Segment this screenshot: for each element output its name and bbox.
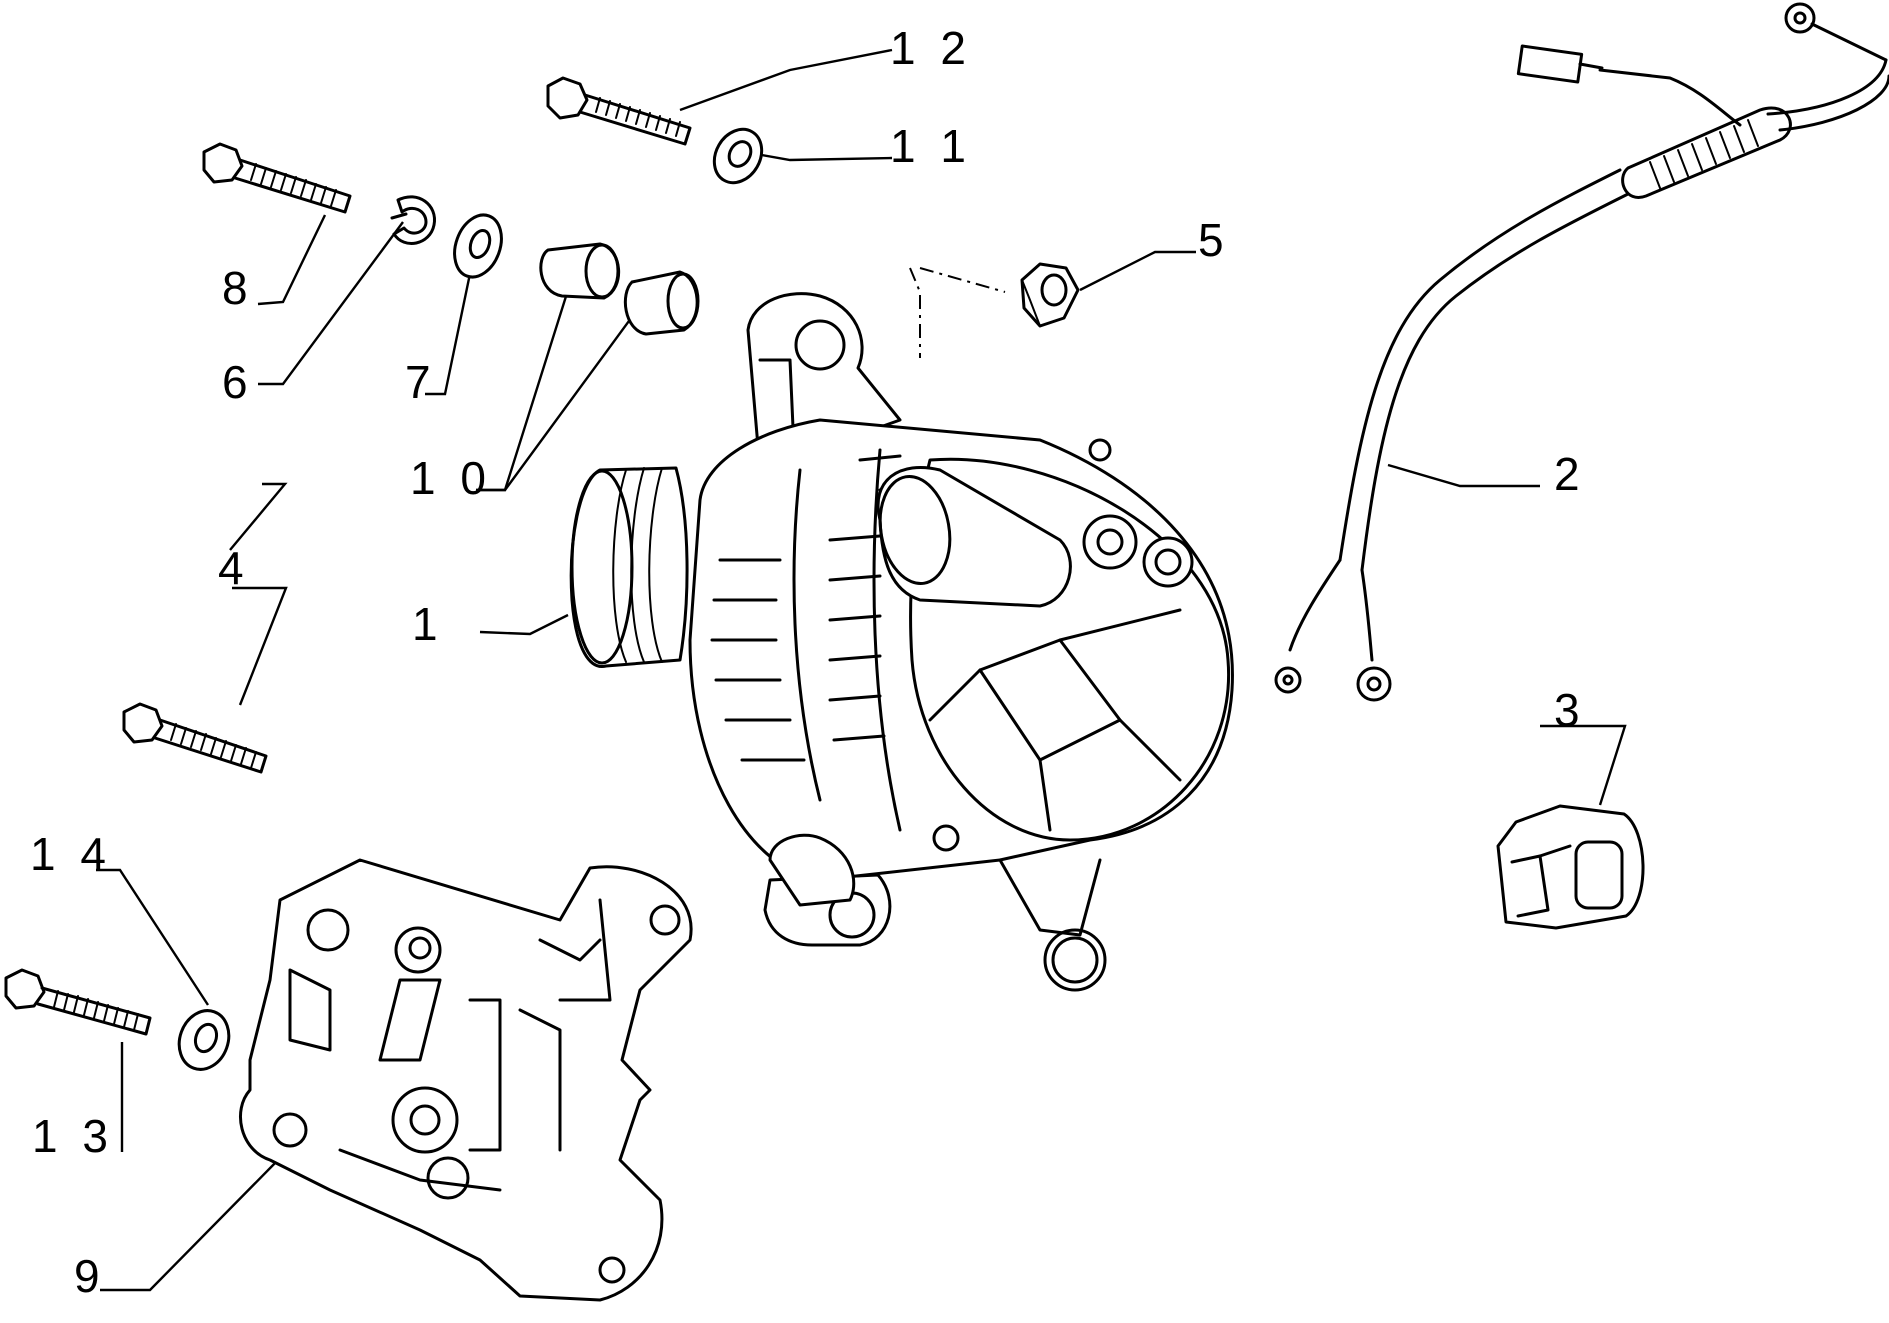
alternator-1-icon [569, 292, 1234, 992]
callout-2: 2 [1554, 448, 1586, 500]
callout-5: 5 [1198, 214, 1230, 266]
callout-10: 1 0 [410, 452, 492, 504]
bolt-8-icon [202, 142, 352, 214]
callout-13: 1 3 [32, 1110, 114, 1162]
callout-6: 6 [222, 356, 254, 408]
callout-9: 9 [74, 1250, 106, 1302]
washer-14-icon [177, 1009, 231, 1071]
callout-3: 3 [1554, 684, 1586, 736]
bushing-10a-icon [539, 242, 620, 300]
callout-8: 8 [222, 262, 254, 314]
bushing-10b-icon [623, 270, 700, 336]
callout-7: 7 [405, 356, 437, 408]
bolt-4-icon [122, 702, 268, 774]
bracket-9-icon [239, 858, 693, 1302]
callout-11: 1 1 [890, 120, 972, 172]
callout-labels: 1 2 1 1 5 8 6 7 1 0 4 1 2 3 1 4 1 3 9 [30, 22, 1586, 1302]
callout-1: 1 [412, 598, 444, 650]
callout-12: 1 2 [890, 22, 972, 74]
nut-5-icon [1020, 262, 1080, 328]
spring-washer-6-icon [390, 195, 436, 245]
connector-3-icon [1496, 804, 1645, 930]
bolt-13-icon [4, 968, 152, 1036]
leader-lines [96, 48, 1627, 1292]
washer-7-icon [453, 213, 503, 279]
cable-harness-2-icon [1274, 2, 1889, 702]
callout-14: 1 4 [30, 828, 112, 880]
bolt-12-icon [546, 76, 692, 146]
washer-11-icon [712, 127, 764, 185]
callout-4: 4 [218, 542, 250, 594]
